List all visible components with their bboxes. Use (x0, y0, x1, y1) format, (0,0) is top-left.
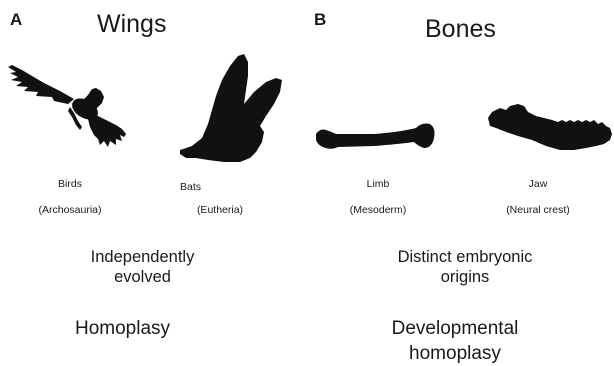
jaw-label: Jaw (508, 178, 568, 190)
limb-bone-silhouette-icon (314, 120, 438, 156)
birds-label: Birds (40, 178, 100, 190)
bat-wing-silhouette-icon (178, 52, 288, 164)
panel-a-description: Independently evolved (60, 247, 225, 287)
panel-b-letter: B (314, 10, 326, 30)
panel-b-title: Bones (425, 15, 496, 44)
jaw-taxon-label: (Neural crest) (488, 204, 588, 216)
jaw-bone-silhouette-icon (486, 100, 614, 156)
bats-label: Bats (180, 181, 230, 193)
limb-label: Limb (348, 178, 408, 190)
panel-a-title: Wings (97, 10, 166, 39)
panel-a-description-line1: Independently (60, 247, 225, 267)
bird-silhouette-icon (8, 55, 130, 150)
panel-b-conclusion-line1: Developmental (355, 316, 555, 341)
birds-taxon-label: (Archosauria) (20, 204, 120, 216)
panel-b-conclusion: Developmental homoplasy (355, 316, 555, 366)
panel-b-description-line2: origins (365, 267, 565, 287)
panel-b-description: Distinct embryonic origins (365, 247, 565, 287)
panel-b-description-line1: Distinct embryonic (365, 247, 565, 267)
panel-b-conclusion-line2: homoplasy (355, 341, 555, 366)
limb-taxon-label: (Mesoderm) (328, 204, 428, 216)
bats-taxon-label: (Eutheria) (170, 204, 270, 216)
panel-a-description-line2: evolved (60, 267, 225, 287)
panel-a-conclusion: Homoplasy (40, 316, 205, 341)
panel-a-letter: A (10, 10, 22, 30)
